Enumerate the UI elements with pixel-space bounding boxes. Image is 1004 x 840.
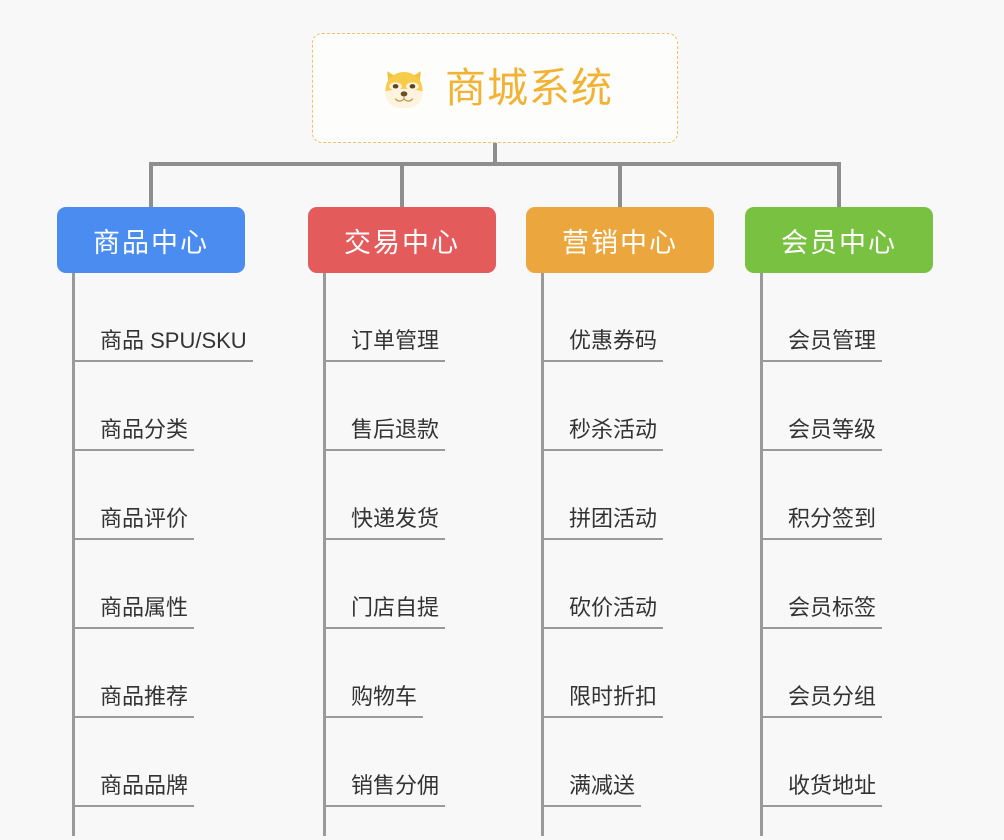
connector-drop-product — [149, 162, 153, 208]
category-header-trade[interactable]: 交易中心 — [308, 207, 496, 273]
category-title: 营销中心 — [562, 227, 678, 258]
connector-drop-member — [837, 162, 841, 208]
leaf-item[interactable]: 拼团活动 — [541, 451, 664, 540]
leaf-label: 商品属性 — [72, 595, 195, 629]
leaf-label: 商品品牌 — [72, 773, 195, 807]
leaf-item[interactable]: 商品品牌 — [72, 718, 195, 807]
leaf-label: 砍价活动 — [541, 595, 664, 629]
trunk-line-marketing — [541, 273, 544, 836]
trunk-line-member — [760, 273, 763, 836]
root-title: 商城系统 — [445, 64, 613, 111]
leaf-item[interactable]: 优惠券码 — [541, 273, 664, 362]
leaf-label: 商品 SPU/SKU — [72, 328, 253, 362]
shiba-dog-face-icon — [377, 61, 431, 115]
leaf-label: 优惠券码 — [541, 328, 664, 362]
leaf-item[interactable]: 秒杀活动 — [541, 362, 664, 451]
leaf-label: 会员管理 — [760, 328, 883, 362]
leaf-label: 满减送 — [541, 773, 642, 807]
leaf-label: 积分签到 — [760, 506, 883, 540]
leaf-item[interactable]: 售后退款 — [323, 362, 446, 451]
leaf-label: 秒杀活动 — [541, 417, 664, 451]
trunk-line-trade — [323, 273, 326, 836]
connector-bus — [150, 162, 840, 166]
category-title: 商品中心 — [93, 227, 209, 258]
connector-drop-marketing — [618, 162, 622, 208]
leaf-item[interactable]: 会员标签 — [760, 540, 883, 629]
leaf-item[interactable]: 商品属性 — [72, 540, 195, 629]
leaf-item[interactable]: 商品评价 — [72, 451, 195, 540]
leaf-label: 售后退款 — [323, 417, 446, 451]
leaf-item[interactable]: 会员管理 — [760, 273, 883, 362]
connector-root-stem — [493, 143, 497, 164]
leaf-item[interactable]: 商品分类 — [72, 362, 195, 451]
leaf-item[interactable]: 销售分佣 — [323, 718, 446, 807]
leaf-label: 会员分组 — [760, 684, 883, 718]
leaf-label: 收货地址 — [760, 773, 883, 807]
category-title: 会员中心 — [781, 227, 897, 258]
leaf-label: 会员等级 — [760, 417, 883, 451]
leaf-item[interactable]: 商品 SPU/SKU — [72, 273, 253, 362]
leaf-label: 限时折扣 — [541, 684, 664, 718]
category-header-member[interactable]: 会员中心 — [745, 207, 933, 273]
leaf-item[interactable]: 收货地址 — [760, 718, 883, 807]
trunk-line-product — [72, 273, 75, 836]
leaf-item[interactable]: 购物车 — [323, 629, 424, 718]
leaf-label: 订单管理 — [323, 328, 446, 362]
category-title: 交易中心 — [344, 227, 460, 258]
category-header-marketing[interactable]: 营销中心 — [526, 207, 714, 273]
leaf-item[interactable]: 满减送 — [541, 718, 642, 807]
leaf-label: 销售分佣 — [323, 773, 446, 807]
leaf-label: 快递发货 — [323, 506, 446, 540]
leaf-item[interactable]: 限时折扣 — [541, 629, 664, 718]
leaf-item[interactable]: 会员分组 — [760, 629, 883, 718]
leaf-label: 商品推荐 — [72, 684, 195, 718]
leaf-label: 会员标签 — [760, 595, 883, 629]
leaf-item[interactable]: 砍价活动 — [541, 540, 664, 629]
leaf-item[interactable]: 快递发货 — [323, 451, 446, 540]
leaf-label: 商品评价 — [72, 506, 195, 540]
leaf-item[interactable]: 会员等级 — [760, 362, 883, 451]
leaf-item[interactable]: 积分签到 — [760, 451, 883, 540]
category-header-product[interactable]: 商品中心 — [57, 207, 245, 273]
leaf-label: 商品分类 — [72, 417, 195, 451]
leaf-item[interactable]: 门店自提 — [323, 540, 446, 629]
leaf-label: 门店自提 — [323, 595, 446, 629]
connector-drop-trade — [400, 162, 404, 208]
leaf-item[interactable]: 商品推荐 — [72, 629, 195, 718]
leaf-label: 购物车 — [323, 684, 424, 718]
leaf-item[interactable]: 订单管理 — [323, 273, 446, 362]
root-node[interactable]: 商城系统 — [312, 33, 678, 143]
leaf-label: 拼团活动 — [541, 506, 664, 540]
